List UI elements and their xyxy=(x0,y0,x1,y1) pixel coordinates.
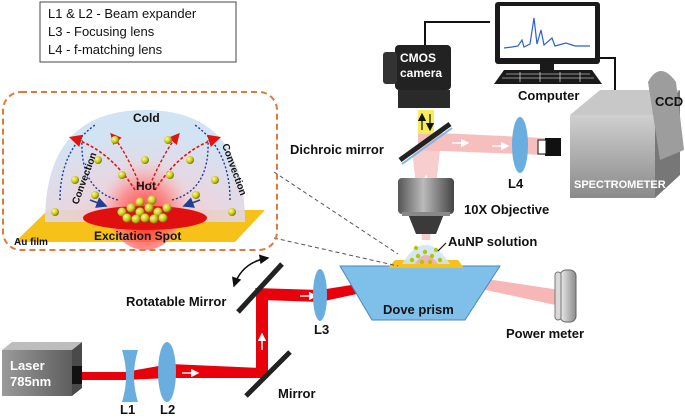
laser-source: Laser 785nm xyxy=(2,342,82,396)
aunp-pointer xyxy=(437,242,447,252)
dove-label: Dove prism xyxy=(383,302,454,317)
dichroic-mirror xyxy=(398,121,453,165)
excitation-inset: Cold Hot Convection Convection Excitatio… xyxy=(2,91,278,251)
convection-head-left xyxy=(89,197,108,208)
legend-line-1: L1 & L2 - Beam expander xyxy=(48,6,197,21)
dichroic-label: Dichroic mirror xyxy=(290,142,384,157)
rotatable-label: Rotatable Mirror xyxy=(126,294,226,309)
power-meter-head xyxy=(559,269,577,323)
objective-label: 10X Objective xyxy=(464,202,549,217)
inset-excitation-label: Excitation Spot xyxy=(94,229,181,243)
lens-l4 xyxy=(512,117,528,173)
cmos-camera: CMOS camera xyxy=(383,45,451,108)
objective-body xyxy=(398,178,454,214)
inset-particles xyxy=(51,136,236,224)
keyboard xyxy=(494,70,602,84)
computer-label: Computer xyxy=(518,88,579,103)
inset-cold-label: Cold xyxy=(133,111,160,125)
l4-label: L4 xyxy=(508,176,524,191)
camera-beam xyxy=(418,110,434,134)
inset-film-label: Au film xyxy=(14,237,48,248)
legend-box: L1 & L2 - Beam expander L3 - Focusing le… xyxy=(39,1,237,63)
power-meter-window xyxy=(554,271,562,321)
convection-arrow-left-outer xyxy=(59,124,96,201)
spectrometer-front xyxy=(570,115,655,198)
lens-l3 xyxy=(313,269,327,321)
legend-line-3: L4 - f-matching lens xyxy=(48,42,163,57)
camera-body xyxy=(395,45,451,90)
camera-side xyxy=(383,52,397,84)
hot-arrow-left xyxy=(68,134,136,191)
hot-arrow-mid-right xyxy=(149,132,180,186)
camera-mount xyxy=(398,90,450,108)
spectrometer-label: SPECTROMETER xyxy=(574,179,666,191)
power-label: Power meter xyxy=(506,326,584,341)
inset-hot-label: Hot xyxy=(136,179,156,193)
hot-arrow-right xyxy=(154,134,222,191)
hot-arrow-mid-left xyxy=(110,132,141,186)
rotatable-mirror xyxy=(232,254,284,314)
ccd-label: CCD xyxy=(655,94,683,109)
laser-beam-to-prism xyxy=(255,270,412,302)
cmos-label-1: CMOS xyxy=(400,51,436,65)
convection-arrow-right-outer xyxy=(194,124,231,201)
droplet-particles xyxy=(409,245,443,265)
laser-label-1: Laser xyxy=(10,358,45,373)
laser-top xyxy=(2,342,82,350)
objective-10x xyxy=(398,178,454,234)
power-meter xyxy=(554,269,577,323)
convection-head-right xyxy=(182,197,201,208)
fold-mirror xyxy=(244,350,292,398)
legend-line-2: L3 - Focusing lens xyxy=(48,24,155,39)
spectrometer: SPECTROMETER CCD xyxy=(537,71,684,198)
keyboard-keys xyxy=(502,72,594,82)
mirror-label: Mirror xyxy=(278,386,316,401)
spectrometer-port xyxy=(545,138,561,156)
lens-l2 xyxy=(158,342,176,402)
aunp-label: AuNP solution xyxy=(448,234,537,249)
l2-label: L2 xyxy=(160,402,175,417)
monitor-stand xyxy=(540,64,554,70)
l3-label: L3 xyxy=(314,322,329,337)
zoom-lines xyxy=(273,171,399,267)
laser-aperture xyxy=(72,366,82,384)
objective-tip xyxy=(408,214,444,234)
computer: Computer xyxy=(494,2,602,103)
lens-l1 xyxy=(122,350,138,402)
inset-border xyxy=(2,91,278,251)
cmos-label-2: camera xyxy=(400,66,442,80)
dove-prism-assembly xyxy=(339,245,501,321)
objective-band xyxy=(402,212,450,216)
rotation-arrow-reverse xyxy=(232,257,269,288)
spectrum-trace xyxy=(503,17,590,49)
monitor-screen xyxy=(500,6,595,58)
ccd-housing xyxy=(648,71,684,160)
spectrometer-slit xyxy=(537,139,547,155)
laser-body xyxy=(2,350,72,396)
laser-label-2: 785nm xyxy=(10,374,51,389)
l1-label: L1 xyxy=(120,402,135,417)
